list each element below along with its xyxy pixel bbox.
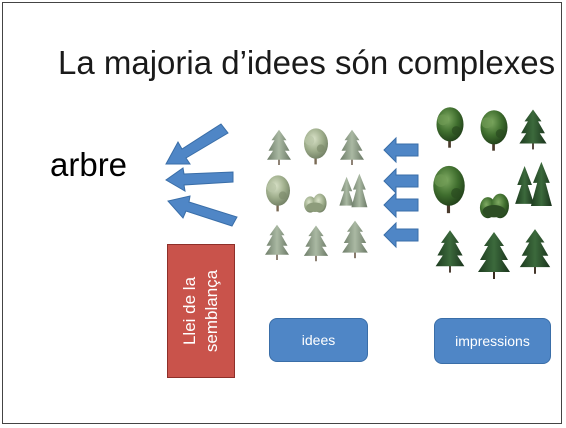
tree-icon — [340, 129, 364, 165]
impressions-label: impressions — [455, 333, 530, 349]
tree-icon — [436, 107, 464, 148]
tree-icon — [266, 175, 290, 212]
arrow-icon — [165, 123, 229, 165]
tree-icon — [304, 193, 327, 213]
arrow-icon — [383, 191, 419, 219]
tree-icon — [519, 109, 547, 150]
tree-icon — [435, 230, 465, 273]
ideas-label-box: idees — [269, 318, 368, 362]
arrow-icon — [383, 221, 419, 249]
slide-title: La majoria d’idees són complexes — [58, 44, 556, 81]
tree-icon — [433, 165, 465, 214]
arrows-impressions-to-ideas — [383, 136, 419, 249]
tree-icon — [478, 232, 510, 279]
tree-icon — [479, 193, 509, 219]
law-of-resemblance-box: Llei de la semblança — [167, 244, 235, 378]
arrow-icon — [383, 136, 419, 164]
arrows-to-concept — [165, 123, 238, 227]
tree-icon — [480, 110, 508, 151]
tree-icon — [303, 225, 329, 262]
tree-icon — [519, 229, 551, 274]
impressions-tree-grid — [433, 107, 552, 279]
ideas-tree-grid — [265, 128, 368, 262]
ideas-label: idees — [301, 332, 336, 348]
concept-word: arbre — [50, 146, 128, 183]
arrow-icon — [167, 195, 238, 227]
tree-icon — [515, 161, 552, 206]
tree-icon — [267, 129, 291, 165]
tree-icon — [342, 220, 368, 259]
impressions-label-box: impressions — [434, 318, 551, 364]
tree-icon — [265, 224, 289, 260]
tree-icon — [304, 128, 328, 165]
arrow-icon — [165, 167, 234, 192]
tree-icon — [339, 173, 368, 208]
arrow-icon — [383, 167, 419, 195]
